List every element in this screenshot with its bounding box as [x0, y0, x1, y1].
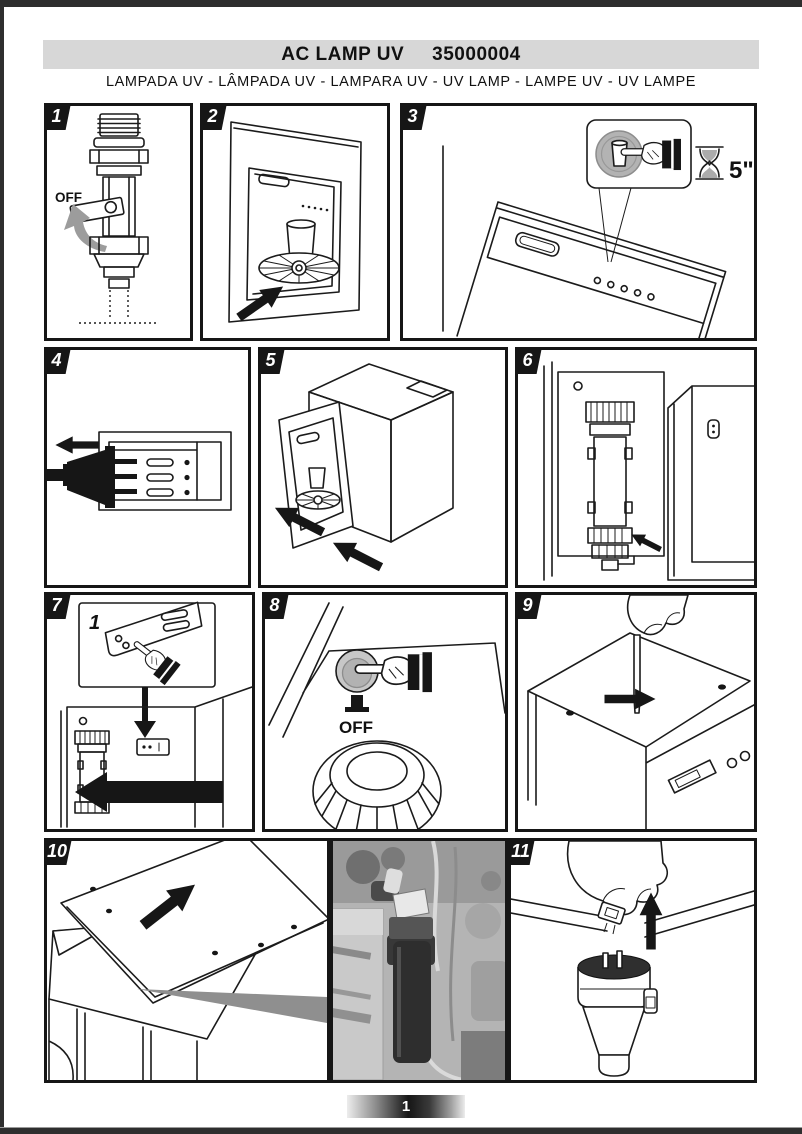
illustration-dispenser-niche [228, 121, 362, 327]
glass-on-tray [258, 219, 340, 284]
step-number-badge: 7 [44, 592, 71, 619]
illustration-press-bracket-slide-left: 1 [60, 601, 252, 828]
appliance-door [456, 201, 727, 338]
step-number-badge: 6 [515, 347, 542, 374]
illustration-unplug-power [47, 431, 232, 511]
step-number-badge: 9 [515, 592, 542, 619]
step-number-badge: 4 [44, 347, 71, 374]
illustration-press-glass-button: 5" [442, 119, 754, 338]
step-number-badge: 5 [258, 347, 285, 374]
pull-out-arrow-icon [328, 533, 386, 577]
slide-left-arrow-icon [75, 772, 223, 812]
step-panel-10: 10 [44, 838, 330, 1083]
wait-5-seconds-label: 5" [729, 157, 754, 184]
down-arrow-icon [134, 687, 156, 738]
connection-arrow-icon [628, 528, 664, 556]
step-number-badge: 1 [44, 103, 71, 130]
step-panel-1: OFF 1 [44, 103, 193, 341]
pull-left-arrow-icon [55, 436, 99, 454]
hand-with-screwdriver [626, 595, 689, 714]
lamp-knurled-cap [312, 740, 442, 829]
step-panel-4: 4 [44, 347, 251, 588]
uv-lamp-photo-panel [330, 838, 508, 1083]
off-label: OFF [339, 718, 373, 737]
pulling-hand [566, 841, 669, 935]
step-panel-6: 6 [515, 347, 757, 588]
step-panel-3: 5" 3 [400, 103, 757, 341]
step-panel-7: 1 [44, 592, 255, 832]
product-code: 35000004 [432, 43, 521, 65]
scan-edge-bottom [0, 1127, 802, 1134]
lifted-cover [60, 841, 327, 1004]
subtitle-languages: LAMPADA UV - LÂMPADA UV - LAMPARA UV - U… [105, 74, 697, 90]
step-number-badge: 2 [200, 103, 227, 130]
off-label: OFF [55, 190, 82, 205]
illustration-uv-lamp-beside-cabinet [543, 361, 754, 581]
pointer-wedge-icon [137, 989, 327, 1023]
footer-page-bar: 1 [347, 1095, 465, 1118]
step-panel-8: OFF 8 [262, 592, 508, 832]
illustration-turn-water-valve-off: OFF [55, 113, 159, 324]
button-inset [586, 119, 692, 189]
illustration-switch-lamp-off: OFF [268, 602, 505, 829]
step-panel-2: 2 [200, 103, 390, 341]
scan-edge-top [0, 0, 802, 7]
front-panel-removed [278, 401, 354, 549]
uv-lamp-cartridge [577, 950, 658, 1077]
illustration-remove-front-panel [270, 363, 454, 577]
uv-lamp [585, 401, 635, 571]
illustration-unscrew-top-cover [527, 595, 754, 829]
scan-edge-left [0, 0, 4, 1134]
step-panel-5: 5 [258, 347, 508, 588]
footer-page-number: 1 [401, 1098, 411, 1115]
step-number-badge: 3 [400, 103, 427, 130]
illustration-pull-lamp-connector [511, 841, 754, 1077]
plug-icon [345, 695, 369, 712]
illustration-lift-top-cover [48, 841, 327, 1080]
cabinet-with-lamp [60, 686, 252, 828]
step-number-badge: 10 [44, 838, 73, 865]
step-panel-11: 11 [508, 838, 757, 1083]
page-title: AC LAMP UV [281, 43, 405, 65]
step-number-badge: 11 [508, 838, 535, 865]
title-bar: AC LAMP UV 35000004 [43, 40, 759, 69]
step-panel-9: 9 [515, 592, 757, 832]
cabinet [667, 385, 754, 581]
step-number-badge: 8 [262, 592, 289, 619]
hourglass-icon [695, 146, 724, 180]
uv-lamp-installed-photo [333, 841, 505, 1080]
inset-number: 1 [89, 612, 100, 634]
turn-left-gray-arrow-icon [64, 204, 107, 252]
